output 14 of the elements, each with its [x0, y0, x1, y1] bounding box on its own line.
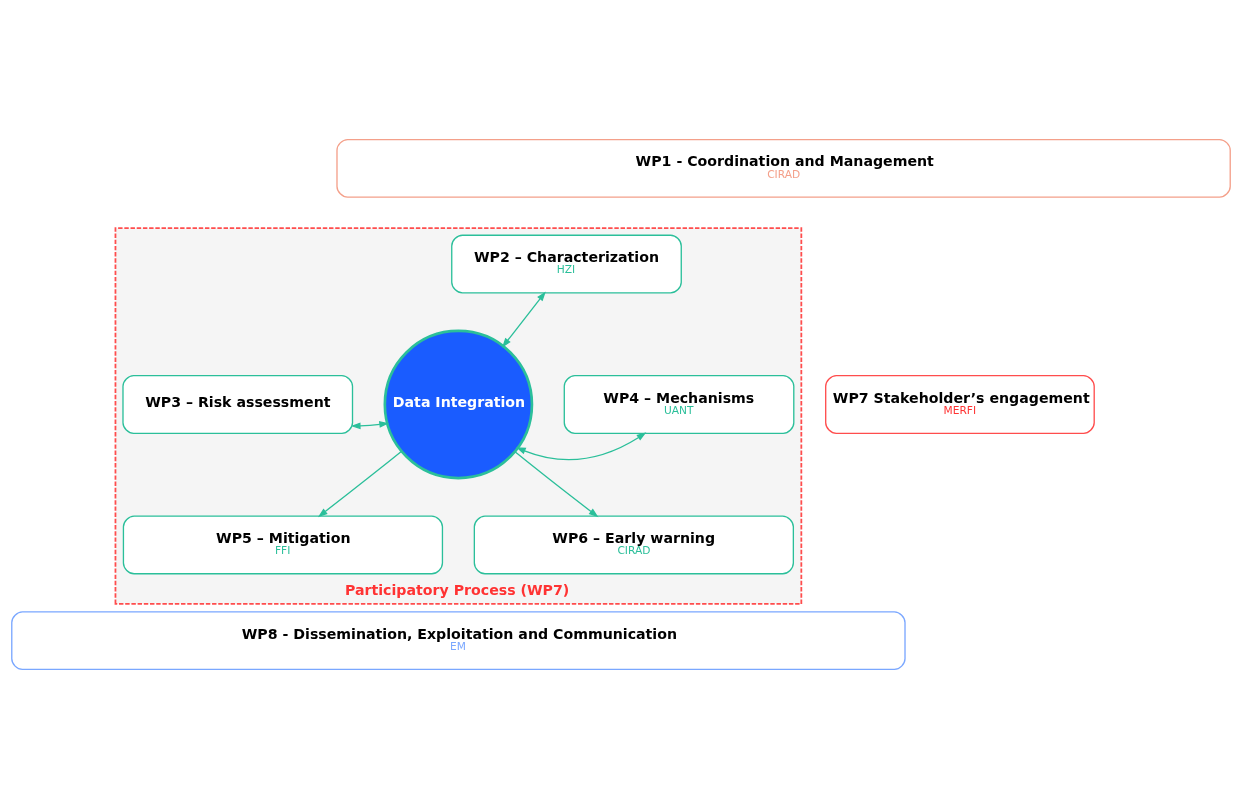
node-box: WP7 Stakeholder’s engagement MERFI	[825, 374, 1095, 434]
node-circle: Data Integration	[383, 329, 534, 479]
node-box: WP2 – Characterization HZI	[451, 234, 682, 293]
node-box: WP4 – Mechanisms UANT	[563, 374, 795, 434]
arrow	[514, 450, 599, 517]
node-box: WP8 - Dissemination, Exploitation and Communication EM	[11, 610, 906, 670]
arrow	[317, 450, 403, 517]
arrow	[350, 420, 390, 429]
node-box: WP1 - Coordination and Management CIRAD	[336, 138, 1231, 198]
arrow	[516, 431, 647, 460]
node-box: WP6 – Early warning CIRAD	[473, 515, 794, 574]
node-box: WP5 – Mitigation FFI	[122, 515, 444, 574]
arrow	[502, 290, 546, 348]
node-box: WP3 – Risk assessment	[122, 374, 354, 434]
